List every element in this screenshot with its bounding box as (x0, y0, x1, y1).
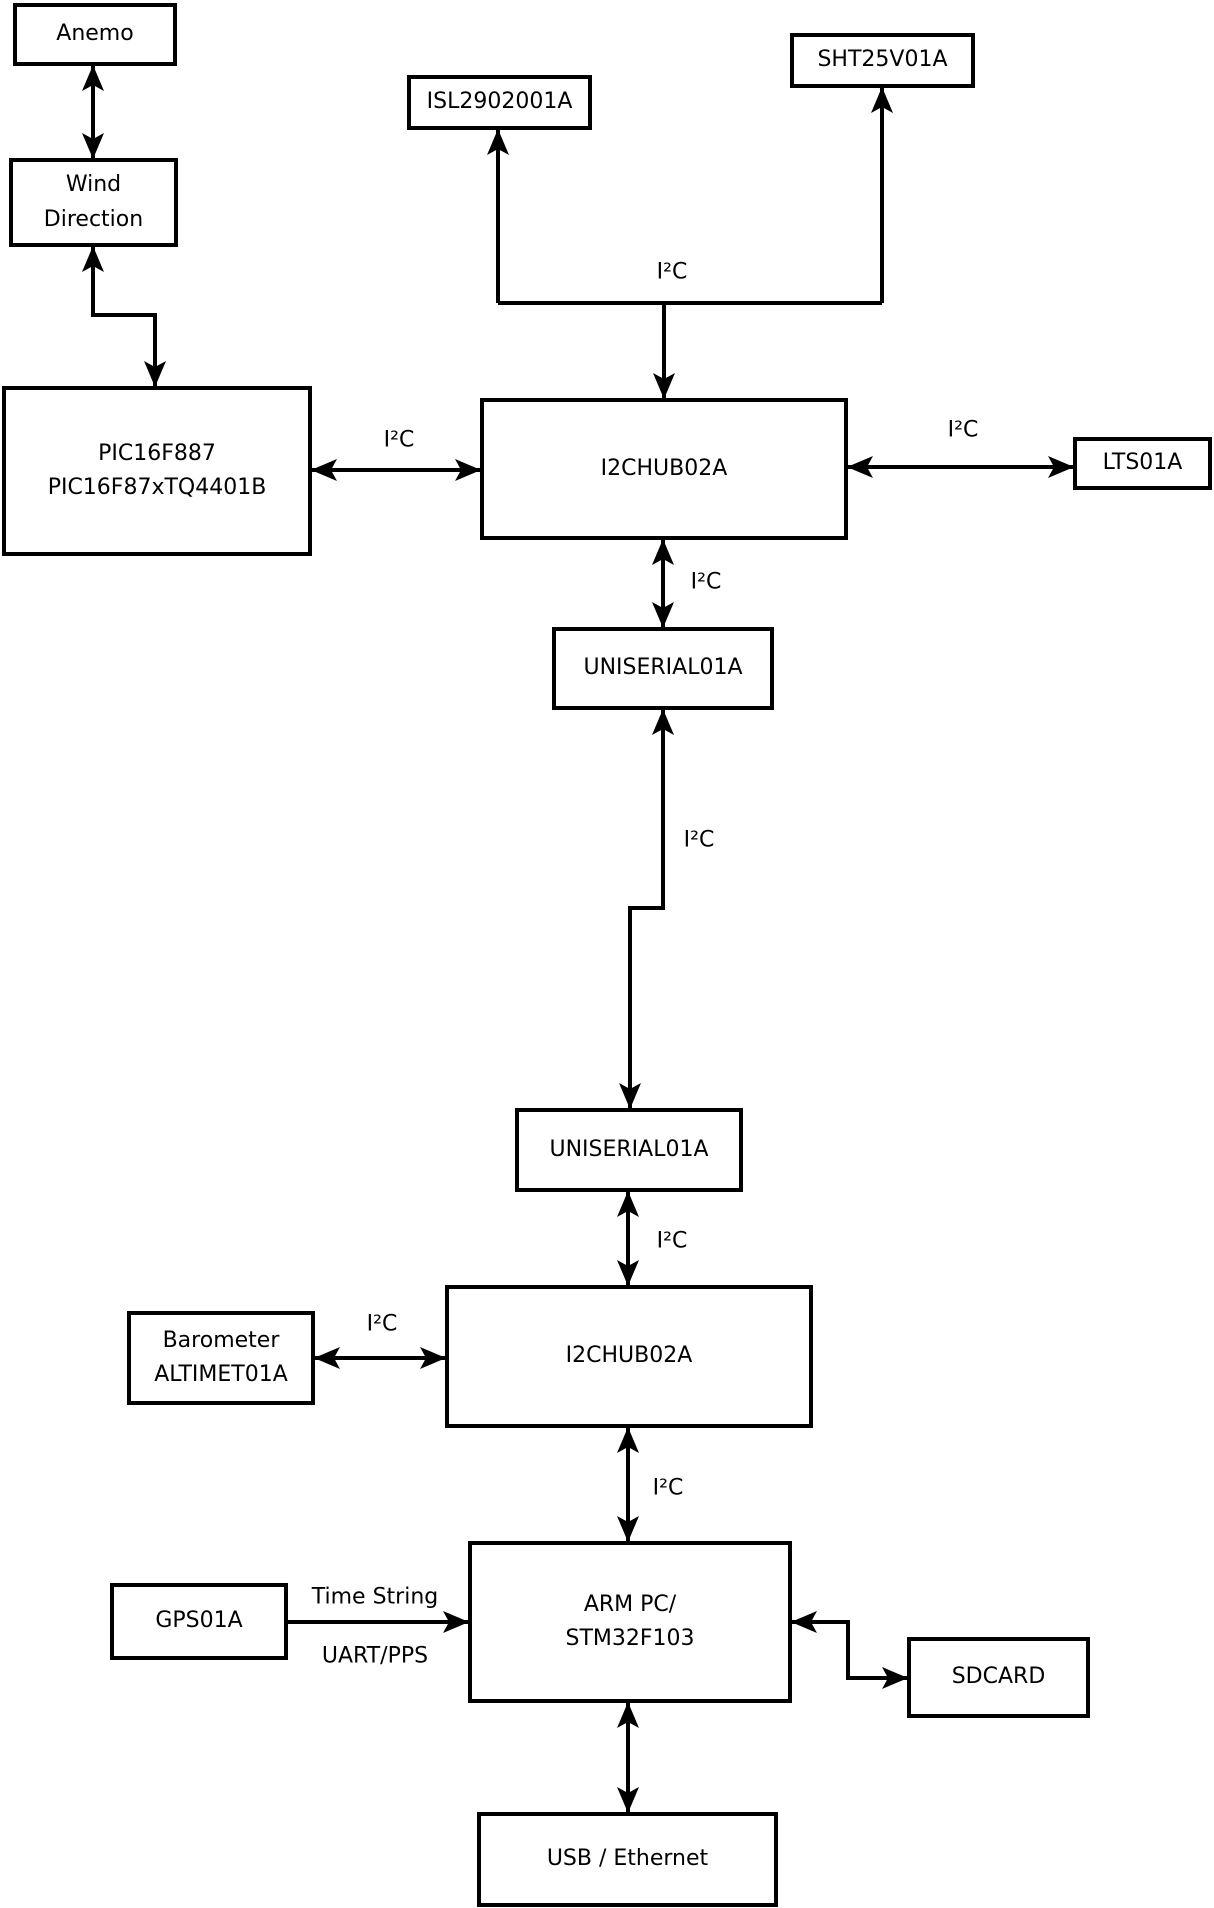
node-anemo: Anemo (13, 3, 177, 66)
edge-armpc-sdcard (791, 1611, 908, 1689)
label-i2c-barometer-hub2: I²C (366, 1311, 398, 1337)
node-usb-ethernet: USB / Ethernet (477, 1812, 778, 1907)
label-i2c-pic-hub1: I²C (383, 427, 415, 453)
node-isl2902001a: ISL2902001A (407, 75, 592, 130)
node-sdcard: SDCARD (907, 1637, 1090, 1718)
label-time-string: Time String (311, 1584, 439, 1610)
node-pic16f887: PIC16F887 PIC16F87xTQ4401B (2, 386, 312, 556)
label-i2c-sensor-bus: I²C (656, 259, 688, 285)
edge-winddirection-pic (82, 246, 166, 387)
node-i2chub02a-bottom: I2CHUB02A (445, 1285, 813, 1428)
node-gps01a: GPS01A (110, 1583, 288, 1660)
node-uniserial01a-lower: UNISERIAL01A (515, 1108, 743, 1192)
label-i2c-uniserial2-hub2: I²C (656, 1228, 688, 1254)
node-wind-direction: Wind Direction (9, 158, 178, 247)
node-lts01a: LTS01A (1073, 437, 1212, 490)
node-uniserial01a-upper: UNISERIAL01A (552, 627, 774, 710)
label-i2c-hub2-armpc: I²C (652, 1475, 684, 1501)
node-armpc-stm32f103: ARM PC/ STM32F103 (468, 1541, 792, 1703)
label-i2c-uniserial1-uniserial2: I²C (683, 827, 715, 853)
label-uart-pps: UART/PPS (321, 1643, 429, 1669)
node-i2chub02a-top: I2CHUB02A (480, 398, 848, 540)
label-i2c-hub1-lts: I²C (947, 417, 979, 443)
edge-uniserial1-uniserial2 (619, 709, 674, 1109)
node-sht25v01a: SHT25V01A (790, 33, 975, 88)
label-i2c-hub1-uniserial1: I²C (690, 569, 722, 595)
node-barometer-altimet01a: Barometer ALTIMET01A (127, 1311, 315, 1405)
